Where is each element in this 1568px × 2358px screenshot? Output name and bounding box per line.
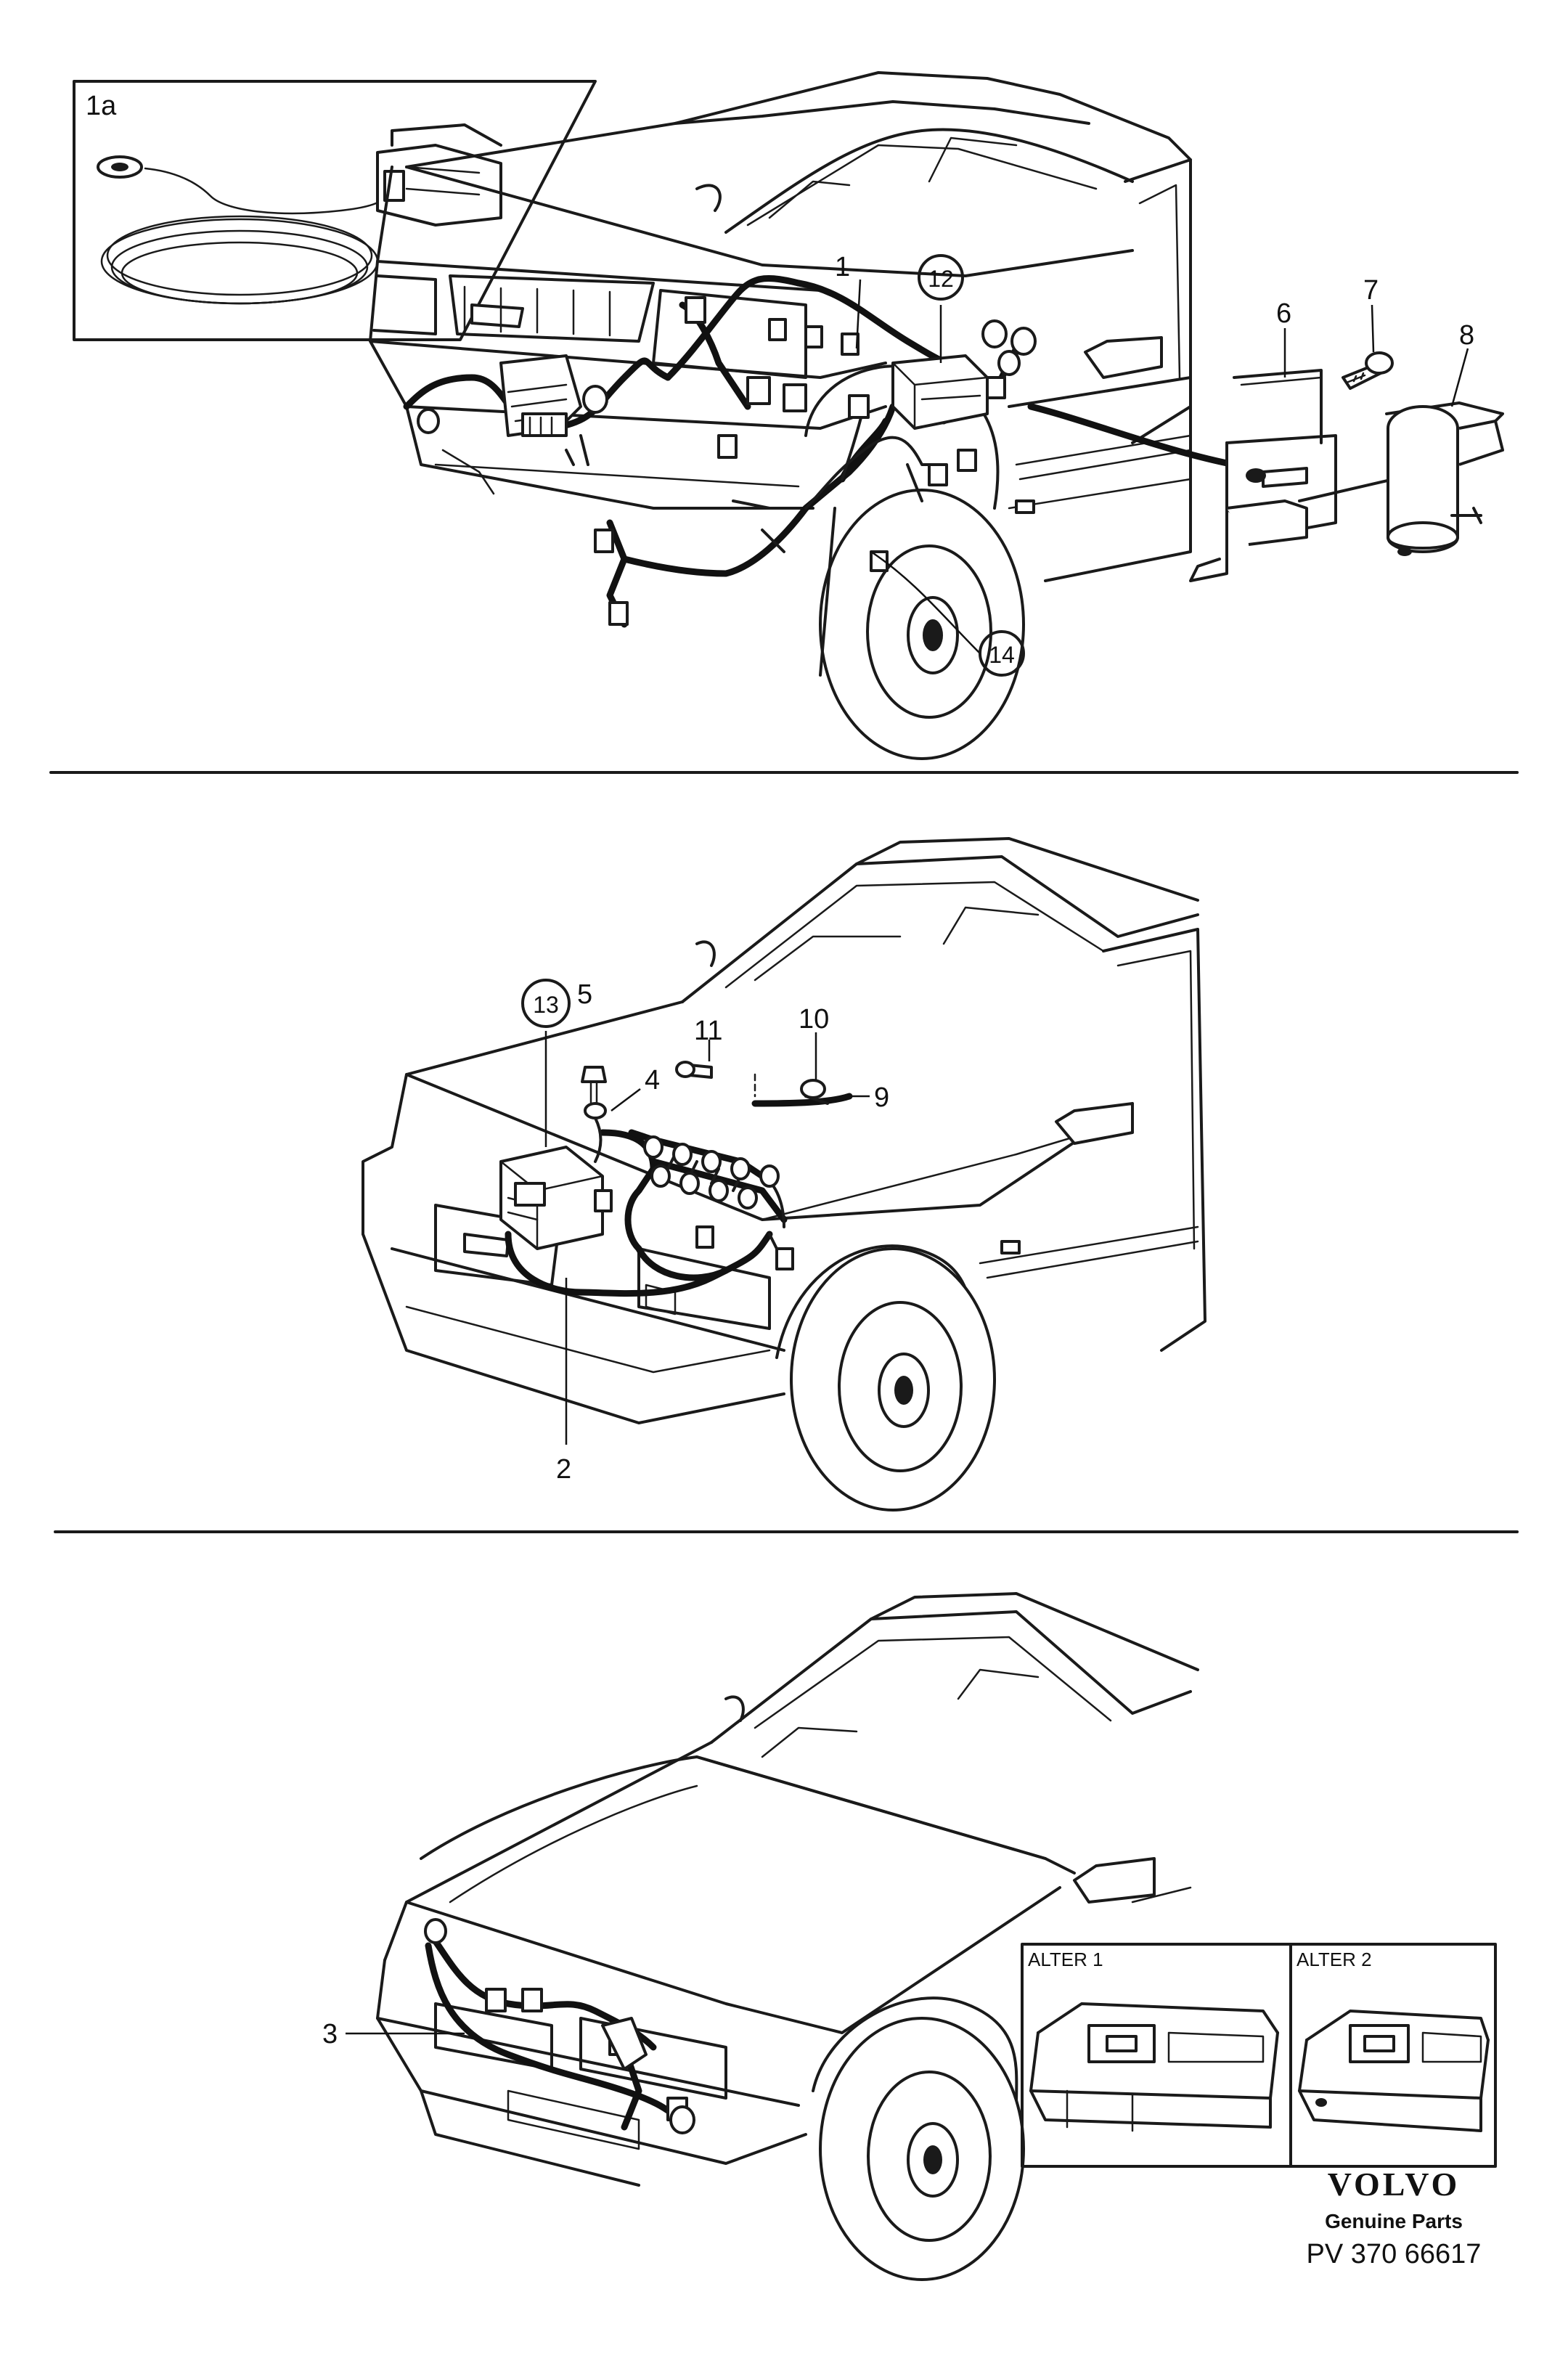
- alter-1-front-view: [1029, 2002, 1279, 2132]
- callout-2: 2: [556, 1454, 571, 1485]
- svg-text:12: 12: [928, 266, 954, 292]
- callout-10: 10: [799, 1004, 829, 1035]
- alter-2-front-view: [1298, 2010, 1490, 2132]
- callout-14: 14: [979, 630, 1025, 677]
- alter-2-label: ALTER 2: [1297, 1949, 1372, 1970]
- callout-3: 3: [322, 2019, 338, 2049]
- callout-11: 11: [694, 1016, 722, 1046]
- inset-1a: 1a: [73, 80, 597, 341]
- panel-middle: 5 4 11 10 9 2 13: [362, 837, 1206, 1512]
- car-middle: [362, 837, 1206, 1512]
- harness-1: [403, 274, 1238, 654]
- brand-logo: VOLVO: [1327, 2166, 1461, 2203]
- bracket-assembly: [1189, 304, 1504, 582]
- callout-13: 13: [521, 979, 571, 1028]
- svg-text:14: 14: [989, 642, 1015, 668]
- car-bottom: [346, 1592, 1199, 2281]
- wiring-coil-1a: [97, 123, 502, 305]
- harness-2: [499, 1031, 870, 1445]
- svg-text:13: 13: [533, 992, 559, 1018]
- brand-tagline: Genuine Parts: [1325, 2210, 1463, 2232]
- panel-bottom: 3 ALTER 1 ALTER 2: [322, 1592, 1497, 2281]
- panel-top: 1a: [73, 71, 1504, 760]
- inset-1a-label: 1a: [86, 91, 117, 121]
- callout-8: 8: [1459, 320, 1474, 351]
- callout-4: 4: [645, 1065, 660, 1096]
- part-number: PV 370 66617: [1306, 2239, 1482, 2269]
- callout-7: 7: [1363, 275, 1379, 306]
- callout-9: 9: [874, 1082, 889, 1113]
- callout-1: 1: [835, 252, 850, 282]
- callout-6: 6: [1276, 298, 1291, 329]
- alternatives-inset: ALTER 1 ALTER 2: [1021, 1943, 1497, 2168]
- alter-1-label: ALTER 1: [1028, 1949, 1103, 1970]
- callout-12: 12: [918, 254, 964, 301]
- callout-5: 5: [577, 979, 592, 1010]
